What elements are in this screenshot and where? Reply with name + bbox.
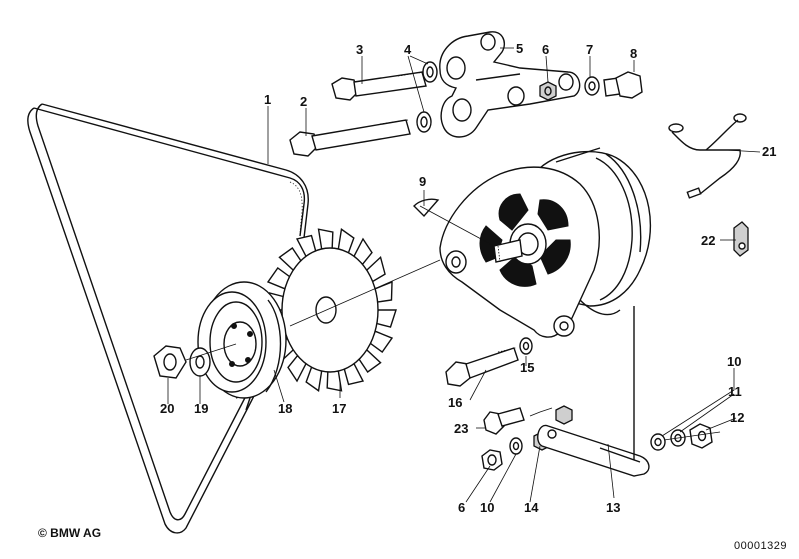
callout-1: 1 [264, 92, 271, 107]
washer-15 [519, 337, 533, 355]
long-bolt-3 [331, 71, 427, 101]
bolt-23 [483, 407, 525, 435]
mounting-bracket [439, 31, 581, 138]
cable-clip [733, 221, 749, 257]
callout-labels: 1 2 3 4 5 6 7 8 9 10 11 12 13 14 15 16 1… [160, 41, 776, 515]
fan-blade [326, 370, 343, 392]
fan-blade [376, 309, 397, 328]
bolt-16 [445, 347, 519, 387]
long-bolt-2 [289, 119, 411, 157]
washer-10-right [650, 433, 666, 451]
diagram-number: 00001329 [734, 540, 787, 552]
washer-19 [189, 347, 211, 377]
callout-3: 3 [356, 42, 363, 57]
callout-15: 15 [520, 360, 534, 375]
callout-23: 23 [454, 421, 468, 436]
callout-17: 17 [332, 401, 346, 416]
fan-blade [317, 228, 334, 250]
v-belt [27, 103, 309, 534]
pulley [197, 281, 287, 399]
callout-10-right: 10 [727, 354, 741, 369]
callout-8: 8 [630, 46, 637, 61]
callout-20: 20 [160, 401, 174, 416]
callout-13: 13 [606, 500, 620, 515]
spring-washer-7 [584, 76, 600, 96]
callout-5: 5 [516, 41, 523, 56]
callout-6-top: 6 [542, 42, 549, 57]
callout-22: 22 [701, 233, 715, 248]
leader-lines [167, 47, 761, 503]
callout-9: 9 [419, 174, 426, 189]
callout-10-bottom: 10 [480, 500, 494, 515]
callout-21: 21 [762, 144, 776, 159]
callout-19: 19 [194, 401, 208, 416]
copyright-notice: © BMW AG [38, 526, 102, 540]
woodruff-key [413, 198, 440, 218]
adjusting-link [537, 306, 650, 477]
bolt-8 [603, 71, 643, 99]
assembly-axes [185, 205, 721, 441]
alternator [439, 147, 652, 338]
callout-14: 14 [524, 500, 539, 515]
callout-7: 7 [586, 42, 593, 57]
callout-11: 11 [728, 384, 742, 399]
callout-12: 12 [730, 410, 744, 425]
callout-16: 16 [448, 395, 462, 410]
callout-18: 18 [278, 401, 292, 416]
washer-10-bottom [509, 437, 523, 455]
ground-cable [668, 113, 747, 199]
nut-20 [153, 345, 187, 379]
callout-6-bottom: 6 [458, 500, 465, 515]
washer-4b [416, 111, 432, 133]
callout-2: 2 [300, 94, 307, 109]
cooling-fan [263, 228, 397, 392]
nut-14-top [555, 405, 573, 425]
callout-4: 4 [404, 42, 412, 57]
nut-6-top [539, 81, 557, 101]
nut-6-bottom [481, 449, 503, 471]
washer-4a [422, 61, 438, 83]
